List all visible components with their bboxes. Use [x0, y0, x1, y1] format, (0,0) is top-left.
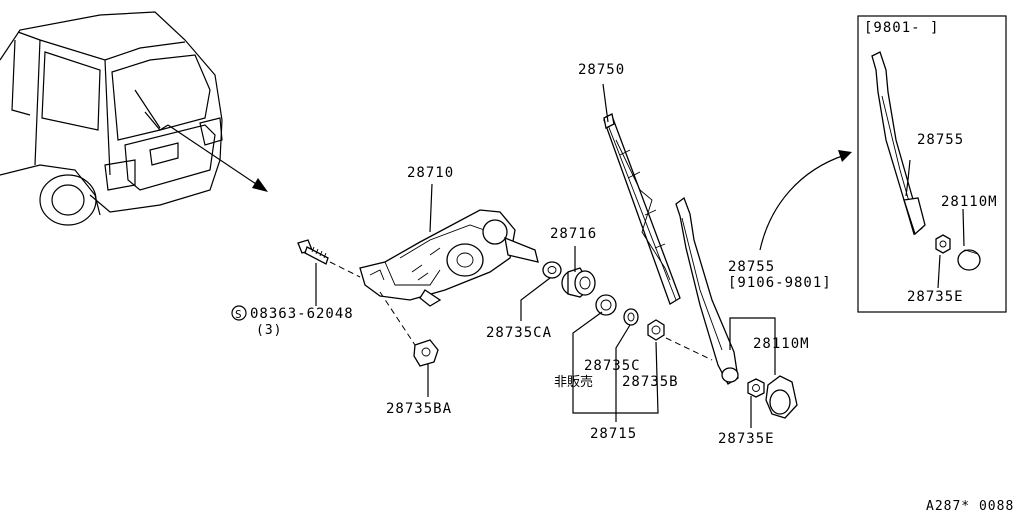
grommet-28735ba-part — [413, 339, 439, 367]
vehicle-illustration — [0, 11, 268, 226]
label-28735b: 28735B — [622, 374, 679, 390]
screw-symbol-circle — [231, 305, 247, 321]
label-28110m: 28110M — [753, 336, 810, 352]
bolt-part — [297, 239, 329, 265]
inset-box — [857, 15, 1007, 313]
label-28710: 28710 — [407, 165, 454, 181]
label-28716: 28716 — [550, 226, 597, 242]
wiper-arm-part — [675, 196, 739, 385]
ring-part — [595, 294, 617, 316]
label-28755: 28755 — [728, 259, 775, 275]
diagram-code: A287* 0088 — [926, 499, 1014, 512]
label-not-for-sale: 非販売 — [554, 374, 593, 390]
inset-label-28110m: 28110M — [941, 194, 998, 210]
inset-range-label: [9801- ] — [864, 20, 939, 36]
label-screw-qty: (3) — [256, 323, 282, 338]
bushing-28716-part — [561, 267, 596, 298]
label-screw-code: 08363-62048 — [250, 306, 354, 322]
wiper-motor-part — [359, 209, 539, 307]
inset-label-28755: 28755 — [917, 132, 964, 148]
label-28715: 28715 — [590, 426, 637, 442]
nut-28735e-part — [747, 378, 765, 398]
inset-cap-part — [957, 249, 981, 271]
nut-28735b-part — [647, 319, 665, 341]
label-28735e: 28735E — [718, 431, 775, 447]
screw-symbol: S — [235, 308, 242, 321]
cap-28110m-part — [765, 375, 798, 419]
label-28750: 28750 — [578, 62, 625, 78]
inset-nut-part — [935, 234, 951, 254]
label-28735ba: 28735BA — [386, 401, 452, 417]
label-28735ca: 28735CA — [486, 325, 552, 341]
washer-28735ca-part — [542, 261, 562, 279]
washer-28735c-part — [623, 308, 639, 326]
inset-wiper-arm-part — [871, 51, 926, 236]
label-28755-range: [9106-9801] — [728, 275, 832, 291]
label-28735c: 28735C — [584, 358, 641, 374]
inset-label-28735e: 28735E — [907, 289, 964, 305]
wiper-blade-part — [603, 113, 681, 305]
